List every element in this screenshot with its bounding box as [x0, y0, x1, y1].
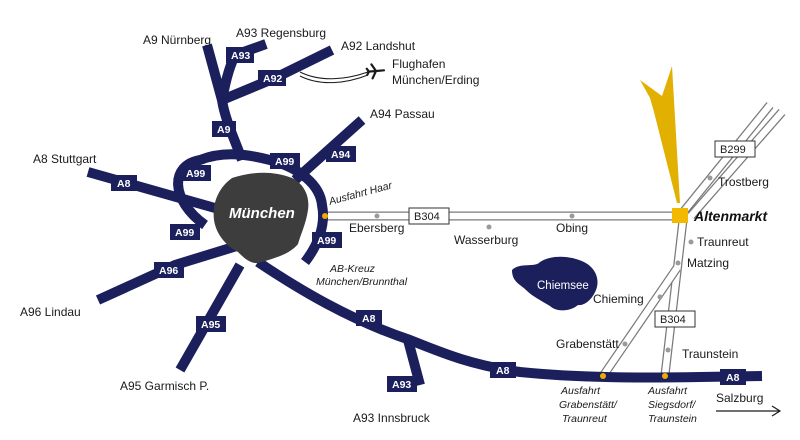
label-grabenstaett: Grabenstätt	[556, 337, 619, 351]
label-obing: Obing	[556, 221, 588, 235]
shield-a99-east: A99	[312, 232, 342, 248]
road-end-labels: A9 Nürnberg A93 Regensburg A92 Landshut …	[20, 26, 763, 425]
svg-text:A8: A8	[726, 372, 740, 384]
shield-a93-south: A93	[387, 376, 417, 392]
label-siegsdorf-exit-3: Traunstein	[648, 413, 697, 425]
a8-west-road	[86, 167, 224, 215]
destination-label: Altenmarkt	[693, 208, 768, 224]
exit-dots	[322, 213, 668, 379]
exit-haar-dot	[322, 213, 328, 219]
svg-text:A93: A93	[231, 50, 250, 62]
city-label: München	[229, 205, 295, 222]
shield-a8-west: A8	[111, 175, 137, 191]
shield-a96: A96	[154, 262, 184, 278]
svg-text:A8: A8	[496, 365, 510, 377]
exit-grabenstaett-dot	[600, 373, 606, 379]
label-a9-nuernberg: A9 Nürnberg	[143, 33, 211, 47]
ebersberg-dot	[374, 213, 380, 219]
chiemsee-lake	[512, 256, 598, 311]
wasserburg-dot	[486, 224, 492, 230]
label-a96-lindau: A96 Lindau	[20, 305, 81, 319]
label-a94-passau: A94 Passau	[370, 107, 435, 121]
label-wasserburg: Wasserburg	[454, 233, 518, 247]
arrow-pointer-icon	[640, 66, 680, 203]
trostberg-dot	[707, 175, 713, 181]
svg-text:A95: A95	[201, 319, 220, 331]
traunstein-dot	[665, 347, 671, 353]
label-exit-haar: Ausfahrt Haar	[327, 179, 394, 208]
airport-label-2: München/Erding	[392, 73, 479, 87]
label-grabenstaett-exit-1: Ausfahrt	[560, 385, 601, 397]
town-labels: Ebersberg Wasserburg Obing Trostberg Tra…	[349, 175, 769, 361]
svg-text:A8: A8	[117, 178, 131, 190]
town-dots	[374, 175, 713, 353]
chieming-dot	[657, 294, 663, 300]
label-matzing: Matzing	[687, 256, 729, 270]
muenchen-city	[213, 172, 309, 264]
bundesstrasse-shields: B304 B299 B304	[408, 140, 756, 328]
label-trostberg: Trostberg	[718, 175, 769, 189]
svg-text:A99: A99	[186, 168, 205, 180]
airport-route-line	[299, 71, 369, 80]
shield-a8-south: A8	[490, 362, 516, 378]
traunreut-dot	[688, 239, 694, 245]
label-siegsdorf-exit-2: Siegsdorf/	[648, 399, 696, 411]
label-traunreut: Traunreut	[697, 235, 749, 249]
shield-a94: A94	[326, 146, 356, 162]
shield-a8-southeast: A8	[356, 310, 382, 326]
shield-a99-northwest: A99	[181, 165, 211, 181]
svg-text:A96: A96	[159, 265, 178, 277]
shield-a99-north: A99	[270, 153, 300, 169]
shield-b299: B299	[714, 140, 756, 158]
svg-text:A94: A94	[331, 149, 350, 161]
airport-label-1: Flughafen	[392, 57, 445, 71]
shield-a9: A9	[212, 121, 236, 137]
exit-siegsdorf-dot	[662, 373, 668, 379]
svg-text:A8: A8	[362, 313, 376, 325]
svg-text:A92: A92	[263, 73, 282, 85]
label-grabenstaett-exit-3: Traunreut	[562, 413, 608, 425]
shield-b304-south: B304	[654, 310, 696, 328]
svg-text:A93: A93	[392, 379, 411, 391]
svg-text:A9: A9	[217, 124, 231, 136]
shield-a95: A95	[196, 316, 226, 332]
shield-a8-east: A8	[720, 369, 746, 385]
label-a92-landshut: A92 Landshut	[341, 39, 416, 53]
airport: Flughafen München/Erding	[299, 57, 479, 87]
shield-a93-north: A93	[226, 47, 254, 63]
airplane-icon	[365, 63, 386, 80]
altenmarkt-marker	[672, 208, 688, 223]
label-ebersberg: Ebersberg	[349, 221, 404, 235]
label-kreuz-1: AB-Kreuz	[329, 263, 376, 275]
label-grabenstaett-exit-2: Grabenstätt/	[559, 399, 618, 411]
matzing-dot	[675, 260, 681, 266]
label-a95-garmisch: A95 Garmisch P.	[120, 379, 209, 393]
label-a93-regensburg: A93 Regensburg	[236, 26, 326, 40]
shield-a92: A92	[258, 70, 286, 86]
obing-dot	[569, 213, 575, 219]
label-a8-stuttgart: A8 Stuttgart	[33, 152, 97, 166]
grabenstaett-dot	[622, 341, 628, 347]
label-siegsdorf-exit-1: Ausfahrt	[647, 385, 688, 397]
label-a93-innsbruck: A93 Innsbruck	[353, 411, 431, 425]
label-kreuz-2: München/Brunnthal	[316, 276, 408, 288]
shield-a99-west: A99	[170, 224, 200, 240]
label-chieming: Chieming	[593, 292, 644, 306]
label-salzburg: Salzburg	[716, 391, 763, 405]
svg-text:A99: A99	[275, 156, 294, 168]
svg-text:A99: A99	[317, 235, 336, 247]
svg-text:A99: A99	[175, 227, 194, 239]
label-traunstein: Traunstein	[682, 347, 738, 361]
arrow-right-icon	[716, 405, 782, 417]
a93-south-road	[403, 338, 425, 387]
lake-label: Chiemsee	[537, 280, 589, 292]
svg-text:B299: B299	[720, 144, 746, 156]
a8-southeast-road	[255, 257, 763, 383]
bundesstrassen	[326, 102, 786, 379]
shield-b304-main: B304	[408, 207, 450, 225]
autobahn-shields: A93 A92 A9 A99 A94 A8 A99 A99 A99 A96 A9…	[111, 47, 746, 392]
svg-text:B304: B304	[660, 314, 686, 326]
svg-text:B304: B304	[414, 211, 440, 223]
